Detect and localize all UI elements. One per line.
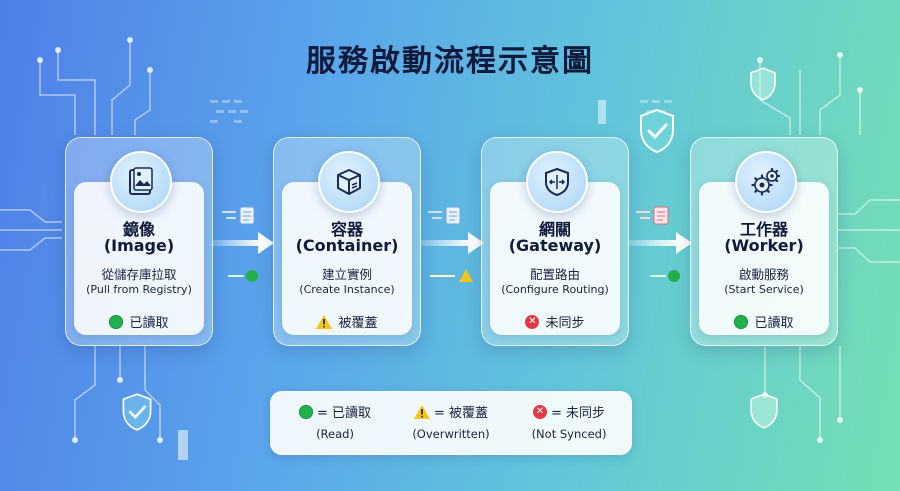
legend-label-en: (Not Synced) [531, 427, 607, 441]
legend-item-overwritten: = 被覆蓋 (Overwritten) [399, 402, 503, 441]
box-icon [318, 151, 380, 213]
stage-action: 從儲存庫拉取 [101, 267, 177, 282]
stage-action-en: (Create Instance) [299, 283, 395, 296]
warning-icon [316, 314, 333, 329]
diagram-title: 服務啟動流程示意圖 [306, 44, 594, 79]
document-error-icon [636, 206, 669, 225]
stage-card-gateway: 網關 (Gateway) 配置路由 (Configure Routing) ✕ … [481, 137, 629, 346]
image-icon [110, 151, 172, 213]
stage-action-en: (Configure Routing) [501, 283, 609, 296]
warning-icon [413, 404, 430, 419]
legend-item-read: = 已讀取 (Read) [285, 402, 385, 441]
document-icon [222, 206, 255, 225]
shield-check-icon [640, 108, 674, 154]
stage-card-worker: 工作器 (Worker) 啟動服務 (Start Service) 已讀取 [690, 137, 838, 346]
stage-name: 工作器 [739, 220, 788, 239]
status-badge: ✕ 未同步 [482, 312, 628, 331]
legend-label-en: (Read) [316, 427, 354, 441]
stage-card-image: 鏡像 (Image) 從儲存庫拉取 (Pull from Registry) 已… [65, 137, 213, 346]
status-badge: 已讀取 [691, 312, 837, 331]
status-label: 已讀取 [754, 316, 794, 331]
stage-name: 網關 [538, 220, 571, 239]
status-label: 未同步 [545, 316, 585, 331]
stage-name-en: (Container) [295, 236, 399, 255]
not-synced-icon: ✕ [525, 314, 540, 329]
stage-action-en: (Start Service) [724, 283, 804, 296]
arrow-image-to-container [212, 232, 274, 254]
stage-name: 容器 [330, 220, 363, 239]
legend-label: = 已讀取 [316, 406, 372, 421]
stage-action-en: (Pull from Registry) [86, 283, 192, 296]
stage-action: 啟動服務 [738, 267, 789, 282]
arrow-gateway-to-worker [628, 232, 692, 254]
stage-action: 建立實例 [321, 267, 372, 282]
shield-icon [750, 393, 778, 429]
status-read-icon [109, 314, 124, 329]
status-label: 被覆蓋 [338, 316, 378, 331]
status-packet-green [650, 270, 680, 282]
legend-item-not-synced: ✕ = 未同步 (Not Synced) [517, 402, 621, 441]
legend: = 已讀取 (Read) = 被覆蓋 (Overwritten) ✕ = 未同步… [270, 391, 632, 455]
stage-name-en: (Worker) [724, 236, 804, 255]
shield-icon [750, 67, 776, 101]
stage-name: 鏡像 [122, 220, 155, 239]
gears-icon [735, 151, 797, 213]
gateway-shield-icon [526, 151, 588, 213]
legend-label: = 被覆蓋 [433, 406, 489, 421]
not-synced-icon: ✕ [532, 404, 547, 419]
status-badge: 已讀取 [66, 312, 212, 331]
stage-action: 配置路由 [529, 267, 580, 282]
stage-card-container: 容器 (Container) 建立實例 (Create Instance) 被覆… [273, 137, 421, 346]
legend-label-en: (Overwritten) [412, 427, 490, 441]
status-badge: 被覆蓋 [274, 312, 420, 331]
stage-name-en: (Gateway) [508, 236, 602, 255]
status-read-icon [734, 314, 749, 329]
status-read-icon [298, 404, 313, 419]
status-packet-green [228, 270, 258, 282]
arrow-container-to-gateway [420, 232, 484, 254]
status-packet-warning [430, 269, 473, 282]
legend-label: = 未同步 [550, 406, 606, 421]
status-label: 已讀取 [129, 316, 169, 331]
stage-name-en: (Image) [103, 236, 175, 255]
document-icon [428, 206, 461, 225]
shield-check-icon [122, 393, 152, 431]
